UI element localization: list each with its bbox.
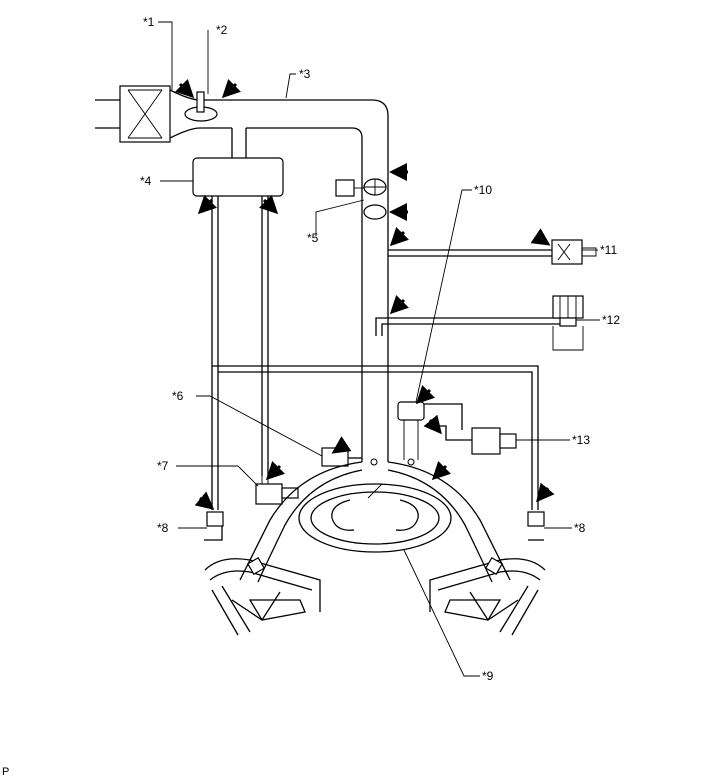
intake-manifold bbox=[239, 458, 511, 583]
sensor-8-left bbox=[204, 511, 224, 541]
balance-hose bbox=[212, 365, 539, 510]
air-cleaner bbox=[95, 85, 232, 143]
label-5: *5 bbox=[307, 231, 319, 245]
component-13 bbox=[434, 425, 517, 455]
component-7 bbox=[255, 476, 299, 505]
air-flow-meter bbox=[184, 91, 218, 122]
label-6: *6 bbox=[172, 389, 184, 403]
flow-arrows bbox=[175, 79, 555, 510]
label-7: *7 bbox=[157, 459, 169, 473]
label-4: *4 bbox=[140, 174, 152, 188]
throttle-body bbox=[335, 178, 387, 220]
label-3: *3 bbox=[299, 67, 311, 81]
vsv-10 bbox=[397, 401, 463, 460]
label-1: *1 bbox=[143, 15, 155, 29]
cylinder-head-right bbox=[429, 556, 546, 636]
leader-lines bbox=[158, 21, 600, 677]
charcoal-canister bbox=[192, 128, 284, 510]
cylinder-head-left bbox=[204, 556, 321, 636]
sensor-8-right bbox=[527, 511, 545, 541]
intake-pipe bbox=[232, 99, 389, 462]
label-9: *9 bbox=[482, 669, 494, 683]
label-8-right: *8 bbox=[574, 521, 586, 535]
label-2: *2 bbox=[216, 23, 228, 37]
hose-to-valve-11 bbox=[388, 239, 597, 265]
label-13: *13 bbox=[572, 433, 591, 447]
label-8-left: *8 bbox=[157, 521, 169, 535]
label-12: *12 bbox=[602, 313, 621, 327]
hose-to-actuator-12 bbox=[375, 295, 584, 351]
footer-code: P bbox=[2, 766, 10, 778]
label-11: *11 bbox=[600, 243, 618, 257]
label-10: *10 bbox=[474, 183, 493, 197]
